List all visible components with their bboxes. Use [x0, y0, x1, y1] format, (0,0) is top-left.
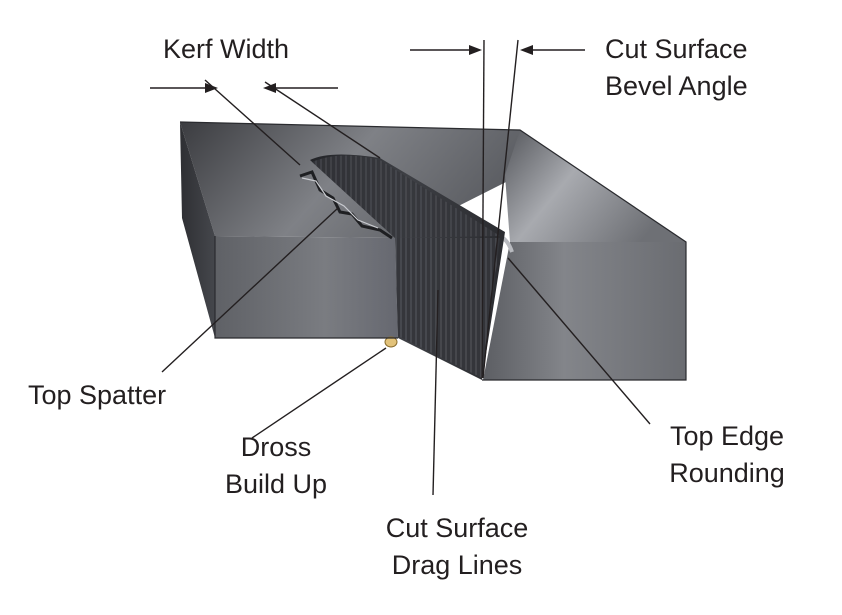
bevel-arrow-right-icon	[469, 45, 482, 55]
kerf-arrow-right-icon	[205, 83, 218, 93]
edge-rounding-label-line2: Rounding	[669, 458, 785, 488]
drag-lines-label-line1: Cut Surface	[385, 513, 529, 543]
top-spatter-edge	[299, 170, 393, 240]
left-block-side	[180, 122, 215, 338]
bevel-angle-label-line1: Cut Surface	[605, 34, 748, 64]
arrowheads	[205, 45, 533, 93]
dross-blob	[384, 336, 398, 348]
dross-label-line2: Build Up	[224, 469, 328, 499]
drag-lines-label-line2: Drag Lines	[391, 550, 523, 580]
kerf-width-label: Kerf Width	[163, 34, 290, 64]
drag-lines	[395, 238, 500, 378]
right-block-front	[483, 242, 686, 380]
edge-rounding-label-line1: Top Edge	[669, 421, 785, 451]
right-block-top	[505, 130, 686, 242]
left-block-front	[215, 236, 398, 338]
top-spatter-label: Top Spatter	[28, 380, 167, 410]
bevel-arrow-left-icon	[520, 45, 533, 55]
bevel-angle-label-line2: Bevel Angle	[605, 71, 748, 101]
dross-label-line1: Dross	[240, 432, 312, 462]
kerf-arrow-left-icon	[263, 83, 276, 93]
leader-lines	[150, 39, 651, 496]
kerf-streaks	[312, 155, 500, 238]
